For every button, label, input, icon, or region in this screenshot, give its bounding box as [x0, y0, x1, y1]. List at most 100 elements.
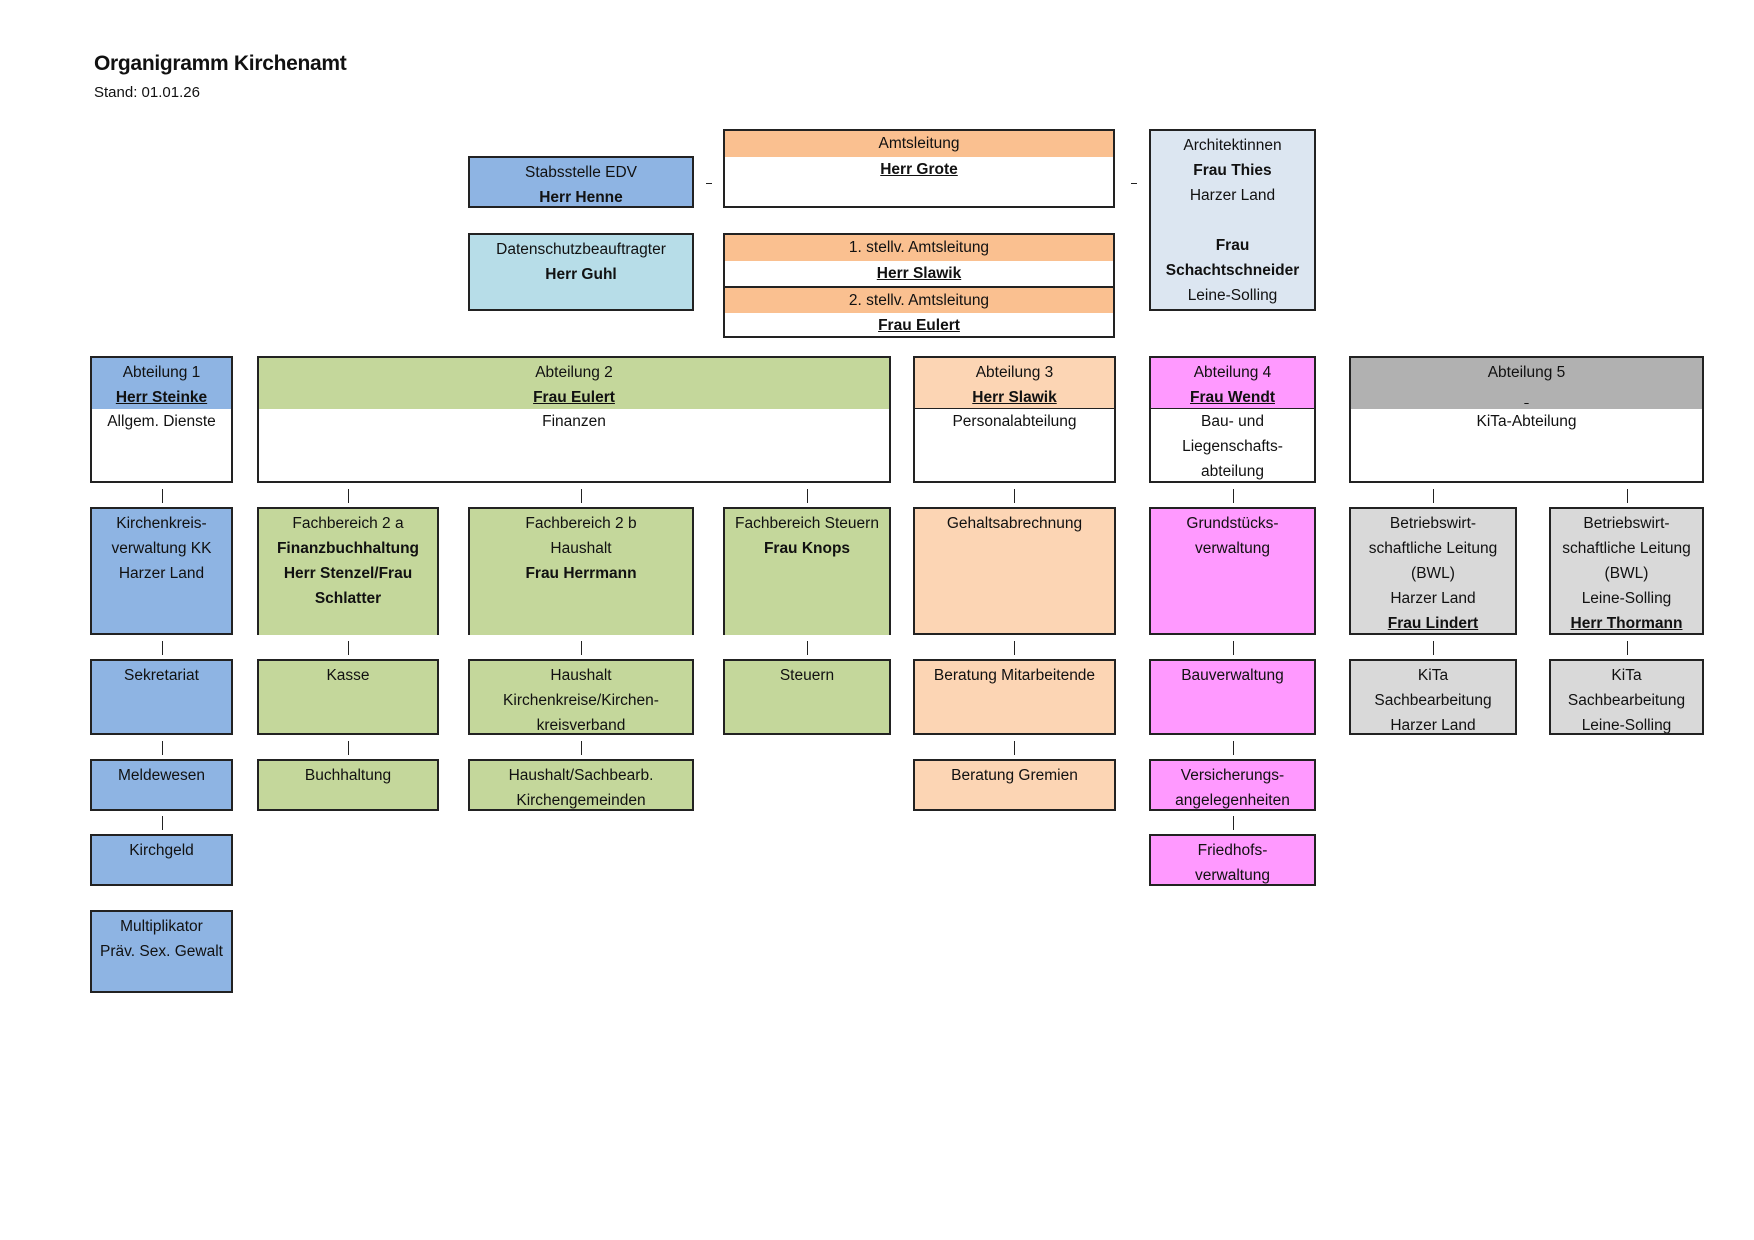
- architektinnen-box: Architektinnen Frau Thies Harzer Land Fr…: [1149, 129, 1316, 311]
- unit-line: Beratung Gremien: [951, 767, 1078, 784]
- connector-line: [581, 641, 582, 655]
- architektin-2-region: Leine-Solling: [1187, 287, 1278, 304]
- unit-line: verwaltung KK: [111, 540, 212, 557]
- architektinnen-label: Architektinnen: [1183, 137, 1282, 154]
- stellv1-label: 1. stellv. Amtsleitung: [725, 235, 1113, 261]
- unit-line: Meldewesen: [117, 767, 206, 784]
- steuern-box: Steuern: [723, 659, 891, 735]
- unit-line: (BWL): [1411, 565, 1455, 582]
- stabsstelle-edv-box: Stabsstelle EDV Herr Henne: [468, 156, 694, 208]
- stellv2-label: 2. stellv. Amtsleitung: [725, 288, 1113, 313]
- unit-line: Betriebswirt-: [1583, 515, 1670, 532]
- kasse-box: Kasse: [257, 659, 439, 735]
- unit-line: Kirchgeld: [129, 842, 194, 859]
- separator-dash: [1131, 183, 1137, 184]
- unit-line: verwaltung: [1195, 867, 1270, 884]
- unit-line: Bauverwaltung: [1181, 667, 1284, 684]
- unit-line: Frau Lindert: [1387, 615, 1479, 632]
- unit-line: Harzer Land: [118, 565, 205, 582]
- sekretariat-box: Sekretariat: [90, 659, 233, 735]
- unit-line: (BWL): [1604, 565, 1649, 582]
- connector-line: [348, 489, 349, 503]
- architektin-1-region: Harzer Land: [1189, 187, 1276, 204]
- connector-line: [348, 741, 349, 755]
- architektin-2-line2: Schachtschneider: [1165, 262, 1300, 279]
- fachbereich-2a-box: Fachbereich 2 a Finanzbuchhaltung Herr S…: [257, 507, 439, 635]
- abteilung-2-name: Finanzen: [542, 413, 606, 430]
- abteilung-4-head: Frau Wendt: [1190, 389, 1275, 406]
- multiplikator-box: Multiplikator Präv. Sex. Gewalt: [90, 910, 233, 993]
- amtsleitung-box: Amtsleitung Herr Grote: [723, 129, 1115, 208]
- unit-line: Kirchenkreis-: [116, 515, 207, 532]
- abteilung-3-head: Herr Slawik: [972, 389, 1057, 406]
- unit-line: Sachbearbeitung: [1567, 692, 1686, 709]
- unit-line: Haushalt/Sachbearb.: [508, 767, 654, 784]
- beratung-mitarbeitende-box: Beratung Mitarbeitende: [913, 659, 1116, 735]
- fachbereich-2b-box: Fachbereich 2 b Haushalt Frau Herrmann: [468, 507, 694, 635]
- spacer: [1151, 208, 1314, 233]
- unit-line: Haushalt: [550, 540, 612, 557]
- unit-line: Fachbereich Steuern: [735, 515, 879, 532]
- abteilung-1-box: Abteilung 1 Herr Steinke Allgem. Dienste: [90, 356, 233, 483]
- unit-line: KiTa: [1611, 667, 1642, 684]
- unit-line: Fachbereich 2 a: [292, 515, 404, 532]
- unit-line: schaftliche Leitung: [1368, 540, 1498, 557]
- connector-line: [1627, 489, 1628, 503]
- unit-line: Harzer Land: [1390, 590, 1476, 607]
- kita-sachbearbeitung-harzer-land-box: KiTa Sachbearbeitung Harzer Land: [1349, 659, 1517, 735]
- abteilung-2-head: Frau Eulert: [533, 389, 615, 406]
- gehaltsabrechnung-box: Gehaltsabrechnung: [913, 507, 1116, 635]
- grundstuecksverwaltung-box: Grundstücks- verwaltung: [1149, 507, 1316, 635]
- abteilung-4-name-1: Bau- und: [1201, 413, 1264, 430]
- abteilung-2-label: Abteilung 2: [535, 364, 613, 381]
- kirchgeld-box: Kirchgeld: [90, 834, 233, 886]
- kita-sachbearbeitung-leine-solling-box: KiTa Sachbearbeitung Leine-Solling: [1549, 659, 1704, 735]
- abteilung-5-box: Abteilung 5 KiTa-Abteilung: [1349, 356, 1704, 483]
- unit-line: schaftliche Leitung: [1562, 540, 1691, 557]
- connector-line: [1233, 489, 1234, 503]
- meldewesen-box: Meldewesen: [90, 759, 233, 811]
- bwl-leine-solling-box: Betriebswirt- schaftliche Leitung (BWL) …: [1549, 507, 1704, 635]
- connector-line: [1014, 741, 1015, 755]
- abteilung-4-name-3: abteilung: [1201, 463, 1264, 480]
- buchhaltung-box: Buchhaltung: [257, 759, 439, 811]
- stand-date: Stand: 01.01.26: [94, 84, 200, 101]
- unit-line: kreisverband: [536, 717, 626, 734]
- unit-line: Harzer Land: [1390, 717, 1476, 734]
- abteilung-5-head: [1351, 385, 1702, 410]
- kirchenkreisverwaltung-box: Kirchenkreis- verwaltung KK Harzer Land: [90, 507, 233, 635]
- datenschutz-label: Datenschutzbeauftragter: [496, 241, 666, 258]
- unit-line: KiTa: [1417, 667, 1449, 684]
- unit-line: Gehaltsabrechnung: [946, 515, 1083, 532]
- connector-line: [581, 489, 582, 503]
- page-title: Organigramm Kirchenamt: [94, 52, 347, 75]
- connector-line: [1627, 641, 1628, 655]
- connector-line: [807, 641, 808, 655]
- unit-line: Steuern: [779, 667, 835, 684]
- unit-line: Frau Herrmann: [525, 565, 637, 582]
- unit-line: Friedhofs-: [1197, 842, 1268, 859]
- abteilung-5-label: Abteilung 5: [1487, 364, 1566, 381]
- haushalt-kirchenkreise-box: Haushalt Kirchenkreise/Kirchen- kreisver…: [468, 659, 694, 735]
- connector-line: [162, 489, 163, 503]
- separator-dash: [706, 183, 712, 184]
- unit-line: Schlatter: [314, 590, 382, 607]
- haushalt-kirchengemeinden-box: Haushalt/Sachbearb. Kirchengemeinden: [468, 759, 694, 811]
- unit-line: Sekretariat: [124, 667, 199, 684]
- unit-line: Grundstücks-: [1186, 515, 1279, 532]
- connector-line: [348, 641, 349, 655]
- abteilung-1-name: Allgem. Dienste: [107, 413, 216, 430]
- unit-line: Präv. Sex. Gewalt: [100, 943, 223, 960]
- abteilung-4-box: Abteilung 4 Frau Wendt Bau- und Liegensc…: [1149, 356, 1316, 483]
- connector-line: [1233, 816, 1234, 830]
- bauverwaltung-box: Bauverwaltung: [1149, 659, 1316, 735]
- unit-line: Finanzbuchhaltung: [276, 540, 420, 557]
- abteilung-3-name: Personalabteilung: [952, 413, 1077, 430]
- connector-line: [162, 816, 163, 830]
- unit-line: Herr Stenzel/Frau: [283, 565, 413, 582]
- unit-line: Sachbearbeitung: [1374, 692, 1492, 709]
- unit-line: Versicherungs-: [1180, 767, 1285, 784]
- bwl-harzer-land-box: Betriebswirt- schaftliche Leitung (BWL) …: [1349, 507, 1517, 635]
- unit-line: Haushalt: [550, 667, 612, 684]
- connector-line: [807, 489, 808, 503]
